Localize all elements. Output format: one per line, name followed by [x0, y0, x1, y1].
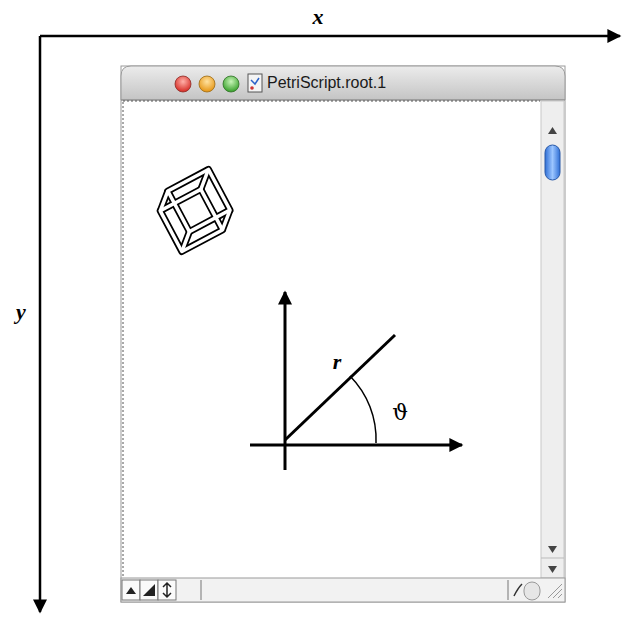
window-title: PetriScript.root.1 — [267, 75, 386, 91]
path-shape — [514, 584, 522, 596]
line-shape — [39, 36, 42, 612]
line-shape — [201, 580, 202, 600]
path-shape — [350, 376, 376, 443]
line-shape — [121, 100, 565, 101]
line-shape — [541, 558, 564, 559]
path-shape — [154, 169, 237, 251]
line-shape — [123, 101, 540, 102]
polar-axes — [250, 292, 462, 470]
path-shape — [548, 566, 557, 573]
rect-shape — [121, 66, 565, 602]
path-shape — [251, 78, 259, 84]
rect-shape — [158, 580, 176, 600]
line-shape — [250, 444, 462, 447]
g-shape — [154, 169, 237, 251]
rect-shape — [524, 582, 540, 600]
rect-shape — [248, 74, 262, 92]
path-shape — [548, 546, 557, 553]
rect-shape — [121, 578, 565, 602]
rect-shape — [541, 101, 564, 578]
screen-axes — [40, 36, 620, 612]
line-shape — [123, 102, 124, 578]
circle-shape — [223, 76, 239, 92]
line-shape — [284, 292, 287, 470]
path-shape — [121, 66, 565, 100]
line-shape — [40, 35, 620, 38]
line-shape — [285, 335, 395, 440]
path-shape — [143, 584, 155, 596]
line-shape — [508, 580, 509, 600]
circle-shape — [250, 86, 254, 90]
angle-label: ϑ — [392, 402, 408, 424]
path-shape — [163, 583, 171, 597]
app-window — [121, 66, 565, 602]
circle-shape — [199, 76, 215, 92]
axis-label: x — [313, 6, 324, 28]
rect-shape — [545, 145, 560, 180]
g-shape — [154, 169, 237, 251]
path-shape — [126, 587, 136, 594]
path-shape — [548, 584, 562, 598]
path-shape — [548, 127, 557, 134]
radius-label: r — [333, 351, 342, 373]
circle-shape — [175, 76, 191, 92]
rect-shape — [122, 580, 140, 600]
cube-icon — [154, 169, 237, 251]
rect-shape — [168, 169, 230, 231]
path-shape — [154, 169, 237, 251]
axis-label: y — [16, 301, 26, 323]
rect-shape — [140, 580, 158, 600]
